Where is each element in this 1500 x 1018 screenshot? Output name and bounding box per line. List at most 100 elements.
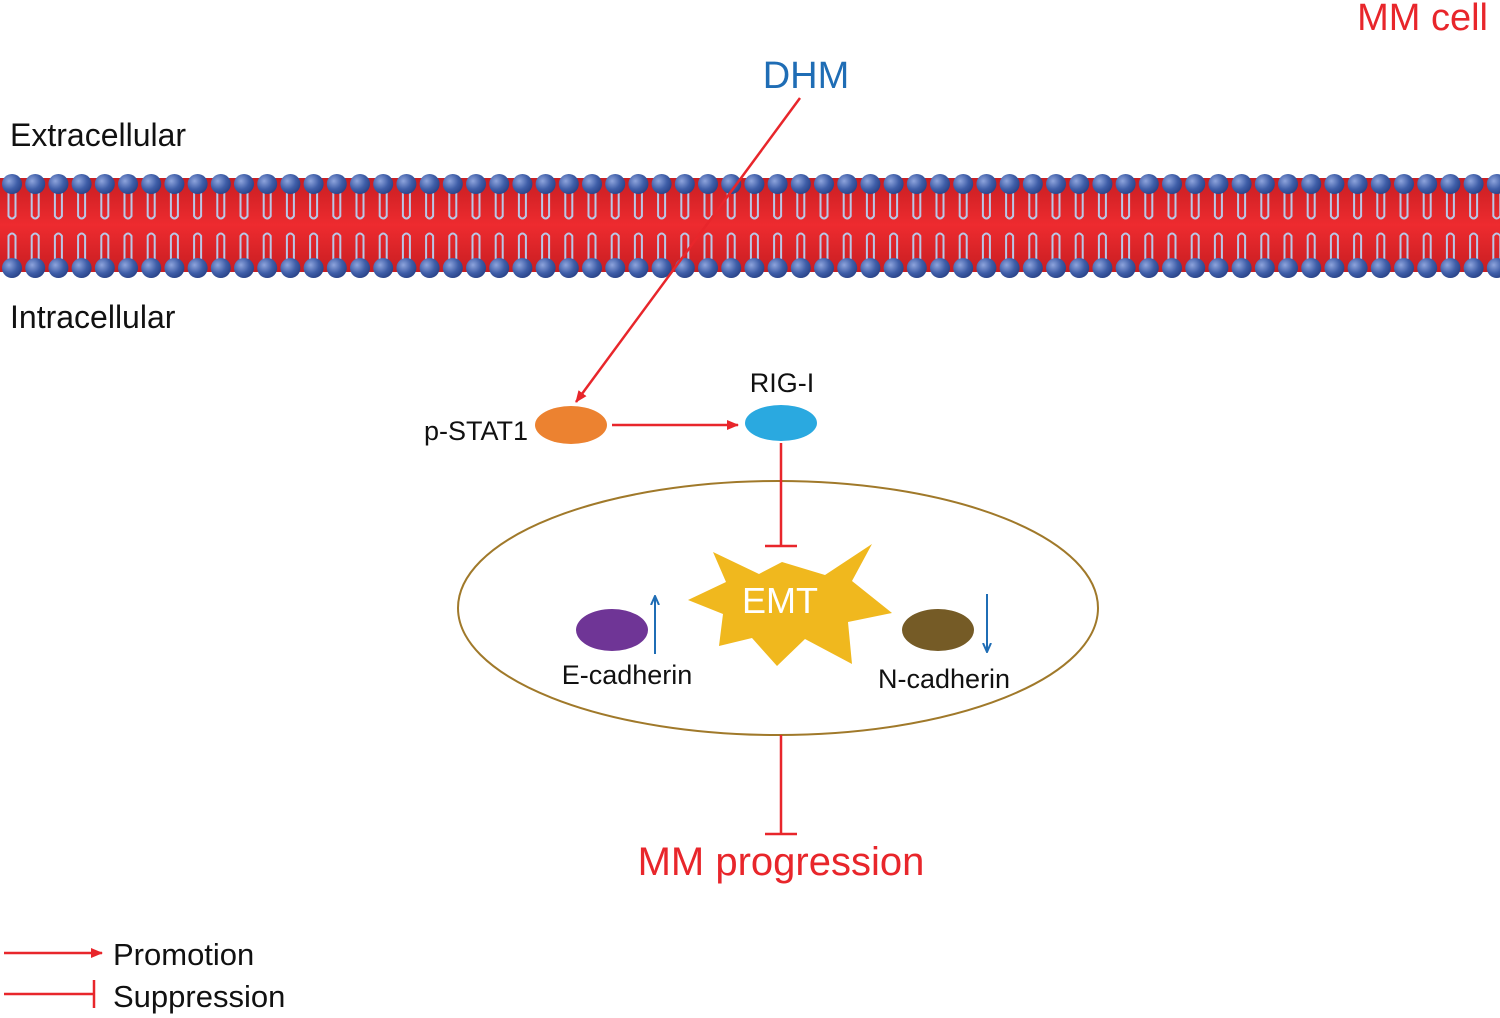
lipid-head: [651, 258, 672, 278]
lipid-head: [535, 174, 556, 194]
lipid-tail: [285, 192, 295, 220]
lipid-tail: [494, 232, 504, 260]
lipid-tail: [726, 192, 736, 220]
lipid-tail: [1353, 232, 1363, 260]
lipid-tail: [1121, 232, 1131, 260]
lipid-head: [187, 258, 208, 278]
lipid-head: [628, 174, 649, 194]
lipid-tail: [1074, 232, 1084, 260]
lipid-head: [257, 174, 278, 194]
lipid-head: [1115, 258, 1136, 278]
lipid-tail: [1190, 192, 1200, 220]
lipid-head: [999, 174, 1020, 194]
lipid-tail: [262, 232, 272, 260]
lipid-head: [1347, 174, 1368, 194]
lipid-tail: [1283, 192, 1293, 220]
lipid-head: [1417, 258, 1438, 278]
lipid-tail: [1028, 192, 1038, 220]
lipid-head: [1370, 258, 1391, 278]
lipid-tail: [726, 232, 736, 260]
lipid-tail: [796, 232, 806, 260]
lipid-tail: [1492, 232, 1500, 260]
lipid-head: [466, 258, 486, 278]
lipid-head: [118, 258, 138, 278]
lipid-head: [628, 258, 649, 278]
lipid-head: [71, 258, 92, 278]
pstat1-node: [535, 406, 607, 444]
rigi-node: [745, 405, 817, 441]
lipid-tail: [123, 232, 133, 260]
lipid-head: [234, 174, 254, 194]
ncadherin-node: [902, 609, 974, 651]
lipid-tail: [1167, 232, 1177, 260]
lipid-head: [210, 174, 231, 194]
lipid-head: [442, 174, 463, 194]
lipid-tail: [169, 232, 179, 260]
lipid-tail: [749, 192, 759, 220]
lipid-tail: [355, 232, 365, 260]
lipid-head: [141, 258, 162, 278]
lipid-tail: [1376, 232, 1386, 260]
lipid-tail: [309, 192, 319, 220]
lipid-tail: [169, 192, 179, 220]
lipid-head: [1301, 258, 1322, 278]
ecadherin-label: E-cadherin: [562, 660, 693, 690]
lipid-tail: [842, 192, 852, 220]
lipid-tail: [819, 232, 829, 260]
lipid-tail: [935, 232, 945, 260]
lipid-tail: [610, 232, 620, 260]
lipid-tail: [193, 192, 203, 220]
lipid-head: [1208, 258, 1229, 278]
lipid-tail: [517, 232, 527, 260]
lipid-head: [1324, 174, 1345, 194]
lipid-head: [512, 258, 533, 278]
lipid-tail: [7, 232, 17, 260]
lipid-tail: [564, 232, 574, 260]
ncadherin-label: N-cadherin: [878, 664, 1010, 694]
lipid-tail: [425, 232, 435, 260]
lipid-head: [582, 258, 602, 278]
lipid-head: [234, 258, 254, 278]
lipid-head: [280, 258, 301, 278]
lipid-head: [1440, 174, 1461, 194]
lipid-tail: [1492, 192, 1500, 220]
lipid-head: [906, 174, 927, 194]
lipid-tail: [958, 232, 968, 260]
lipid-head: [118, 174, 138, 194]
lipid-head: [1138, 258, 1159, 278]
lipid-head: [257, 258, 278, 278]
lipid-head: [489, 258, 510, 278]
lipid-head: [976, 174, 997, 194]
dhm-to-pstat1-arrow: [574, 97, 802, 403]
lipid-tail: [935, 192, 945, 220]
lipid-tail: [401, 192, 411, 220]
lipid-tail: [587, 232, 597, 260]
lipid-tail: [53, 192, 63, 220]
lipid-tail: [703, 232, 713, 260]
lipid-tail: [1399, 192, 1409, 220]
lipid-head: [1046, 174, 1066, 194]
lipid-tail: [53, 232, 63, 260]
lipid-head: [1324, 258, 1345, 278]
lipid-tail: [471, 232, 481, 260]
lipid-tail: [1097, 232, 1107, 260]
lipid-head: [48, 174, 69, 194]
lipid-tail: [1260, 232, 1270, 260]
lipid-head: [767, 174, 788, 194]
lipid-head: [953, 174, 974, 194]
lipid-tail: [378, 192, 388, 220]
lipid-head: [1185, 258, 1206, 278]
lipid-head: [396, 258, 417, 278]
lipid-tail: [1213, 232, 1223, 260]
lipid-head: [2, 174, 22, 194]
lipid-head: [744, 258, 765, 278]
lipid-tail: [30, 232, 40, 260]
lipid-head: [94, 174, 115, 194]
lipid-head: [976, 258, 997, 278]
extracellular-label: Extracellular: [10, 117, 186, 153]
lipid-head: [280, 174, 301, 194]
lipid-tails: [7, 192, 1500, 260]
lipid-tail: [239, 232, 249, 260]
lipid-tail: [1051, 232, 1061, 260]
